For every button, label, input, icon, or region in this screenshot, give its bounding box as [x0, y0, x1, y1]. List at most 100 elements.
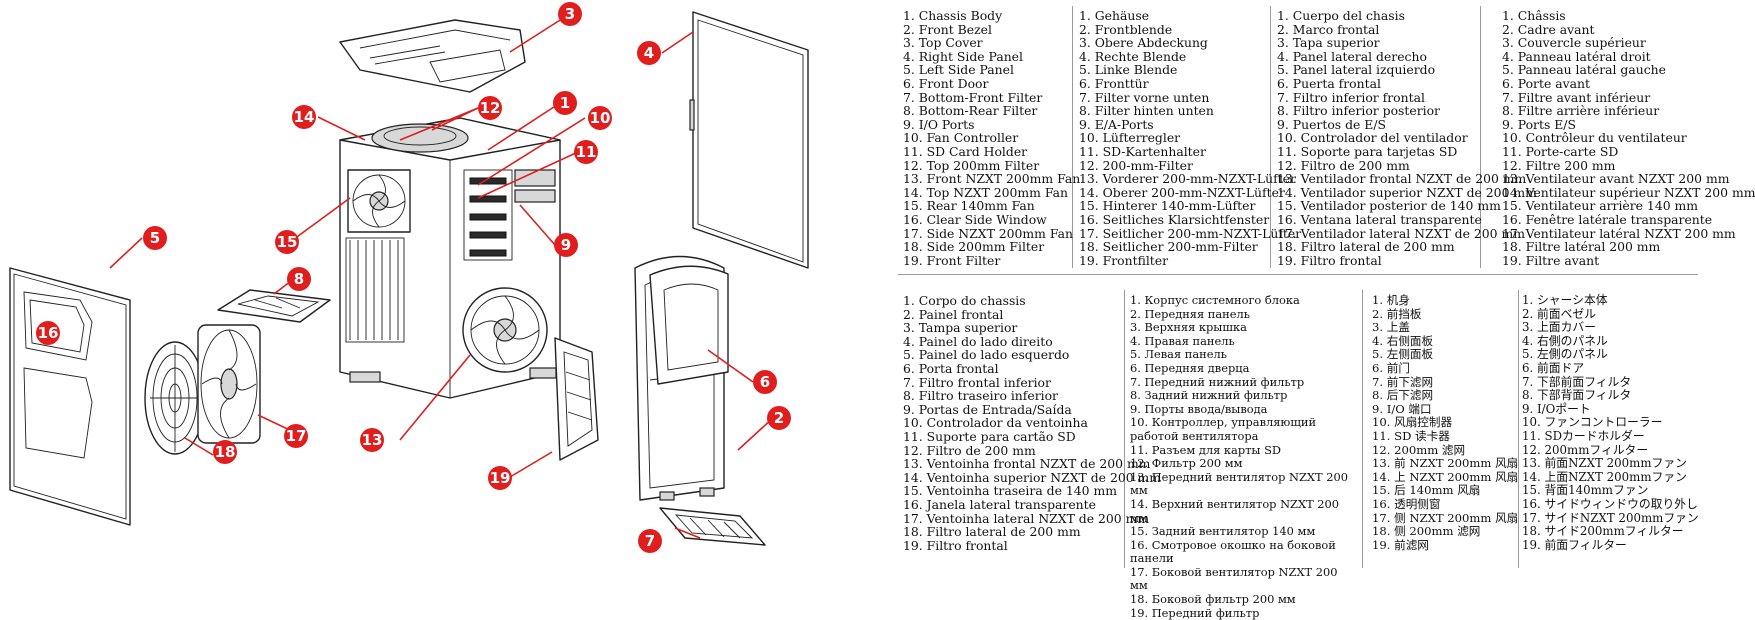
legend-item: 10. ファンコントローラー — [1522, 415, 1663, 430]
legend-item: 14. Ventoinha superior NZXT de 200 mm — [903, 469, 1162, 485]
legend-item: 1. Корпус системного блока — [1130, 293, 1300, 307]
legend-item: 11. Porte-carte SD — [1502, 143, 1619, 159]
legend-item: 1. Cuerpo del chasis — [1277, 8, 1405, 23]
legend-item: 11. Разъем для карты SD — [1130, 442, 1282, 457]
legend-item: 16. サイドウィンドウの取り外し — [1522, 496, 1698, 511]
svg-text:2: 2 — [774, 409, 784, 427]
legend-item: 15. Ventoinha traseira de 140 mm — [903, 483, 1117, 499]
legend-item: 19. Front Filter — [903, 252, 1001, 268]
legend-item: 8. 后下滤网 — [1372, 388, 1434, 403]
callout-1: 1 — [553, 91, 577, 115]
callout-11: 11 — [574, 140, 598, 164]
legend-item: 3. 上盖 — [1372, 320, 1410, 335]
legend-item: 2. Frontblende — [1079, 21, 1173, 37]
legend-item: 9. I/O 端口 — [1372, 401, 1432, 416]
legend-item: 12. Filtro de 200 mm — [1277, 157, 1410, 173]
callout-14: 14 — [292, 105, 316, 129]
legend-item: 7. Передний нижний фильтр — [1130, 374, 1305, 389]
legend-item: 4. 右侧面板 — [1372, 333, 1434, 348]
legend-item: 18. Seitlicher 200-mm-Filter — [1079, 239, 1258, 255]
column-divider — [1124, 290, 1125, 568]
legend-item: 17. 侧 NZXT 200mm 风扇 — [1372, 510, 1519, 525]
legend-item: 18. Filtro lateral de 200 mm — [1277, 239, 1455, 255]
legend-item: 11. SD Card Holder — [903, 143, 1028, 159]
column-divider — [1270, 6, 1271, 268]
svg-text:3: 3 — [565, 5, 575, 23]
side-filter — [144, 341, 206, 455]
callout-17: 17 — [284, 424, 308, 448]
legend-item: 9. Порты ввода/вывода — [1130, 401, 1268, 416]
svg-text:14: 14 — [294, 108, 315, 126]
legend-item: 3. Tampa superior — [903, 320, 1018, 336]
legend-item: 8. Bottom-Rear Filter — [903, 103, 1038, 119]
bottom-rear-filter — [217, 289, 331, 323]
legend-item: 16. Clear Side Window — [903, 211, 1047, 227]
legend-item: 19. 前滤网 — [1372, 537, 1429, 552]
legend-item: 3. 上面カバー — [1522, 320, 1596, 335]
legend-item: 2. Передняя панель — [1130, 306, 1250, 321]
bottom-front-filter — [659, 507, 766, 546]
svg-text:4: 4 — [644, 44, 654, 62]
legend-item: 3. Obere Abdeckung — [1079, 35, 1208, 51]
legend-item: 7. 下部前面フィルタ — [1522, 374, 1632, 389]
left-side-panel — [9, 267, 131, 526]
legend-item: 10. Contrôleur du ventilateur — [1502, 130, 1687, 146]
legend-item: 7. Filtro inferior frontal — [1277, 89, 1425, 105]
legend-item: 1. Chassis Body — [903, 8, 1003, 23]
column-divider — [1480, 6, 1481, 268]
legend-item: 13. Ventilateur avant NZXT 200 mm — [1502, 171, 1730, 187]
legend-item: 4. Правая панель — [1130, 333, 1235, 348]
legend-item: 10. 风扇控制器 — [1372, 415, 1453, 430]
legend-item: 13. Ventoinha frontal NZXT de 200 mm — [903, 456, 1151, 472]
svg-text:11: 11 — [576, 143, 597, 161]
legend-item: 19. Передний фильтр — [1130, 605, 1260, 620]
legend-item: 6. Porta frontal — [903, 360, 999, 376]
svg-text:13: 13 — [362, 431, 383, 449]
callout-5: 5 — [143, 226, 167, 250]
legend-item: 2. 前面ベゼル — [1522, 306, 1596, 321]
legend-item: 17. サイドNZXT 200mmファン — [1522, 510, 1699, 525]
legend-item: 16. Fenêtre latérale transparente — [1502, 211, 1713, 227]
legend-item: 7. Bottom-Front Filter — [903, 89, 1043, 105]
legend-item: 17. Ventoinha lateral NZXT de 200 mm — [903, 510, 1150, 526]
legend-item: 3. Верхняя крышка — [1130, 320, 1247, 335]
callout-16: 16 — [36, 321, 60, 345]
legend-item: 13. Vorderer 200-mm-NZXT-Lüfter — [1079, 171, 1296, 187]
legend-item: 14. Ventilateur supérieur NZXT 200 mm — [1502, 184, 1755, 200]
legend-item: 15. Hinterer 140-mm-Lüfter — [1079, 198, 1256, 214]
legend-item: 10. Lüfterregler — [1079, 130, 1181, 146]
legend-item: 4. Panel lateral derecho — [1277, 48, 1427, 64]
legend-item: 6. Fronttür — [1079, 75, 1149, 91]
legend-item: 11. SDカードホルダー — [1522, 428, 1645, 443]
svg-text:6: 6 — [760, 373, 770, 391]
callout-3: 3 — [558, 2, 582, 26]
front-filter — [554, 337, 599, 461]
svg-text:16: 16 — [38, 324, 59, 342]
legend-item: 1. Gehäuse — [1079, 8, 1150, 23]
svg-text:12: 12 — [480, 99, 501, 117]
callout-18: 18 — [213, 440, 237, 464]
legend-item: 8. Filtro traseiro inferior — [903, 388, 1058, 404]
legend-item: 17. Ventilador lateral NZXT de 200 mm — [1277, 225, 1525, 241]
legend-item: 4. 右側のパネル — [1522, 333, 1608, 348]
callout-leaders — [109, 14, 774, 539]
legend-item: 8. Задний нижний фильтр — [1130, 388, 1288, 403]
legend-item: 6. Porte avant — [1502, 75, 1590, 91]
row-divider — [898, 274, 1698, 275]
legend-item: 7. Filtre avant inférieur — [1502, 89, 1651, 105]
legend-item: 17. Боковой вентилятор NZXT 200 мм — [1130, 564, 1338, 593]
legend-item: 5. Linke Blende — [1079, 62, 1178, 78]
legend-item: 14. 上 NZXT 200mm 风扇 — [1372, 469, 1519, 484]
callout-9: 9 — [554, 233, 578, 257]
legend-item: 4. Panneau latéral droit — [1502, 48, 1651, 64]
svg-text:15: 15 — [277, 233, 298, 251]
side-fan — [197, 324, 261, 444]
legend-item: 3. Top Cover — [903, 35, 983, 51]
legend-item: 5. 左侧面板 — [1372, 347, 1434, 362]
